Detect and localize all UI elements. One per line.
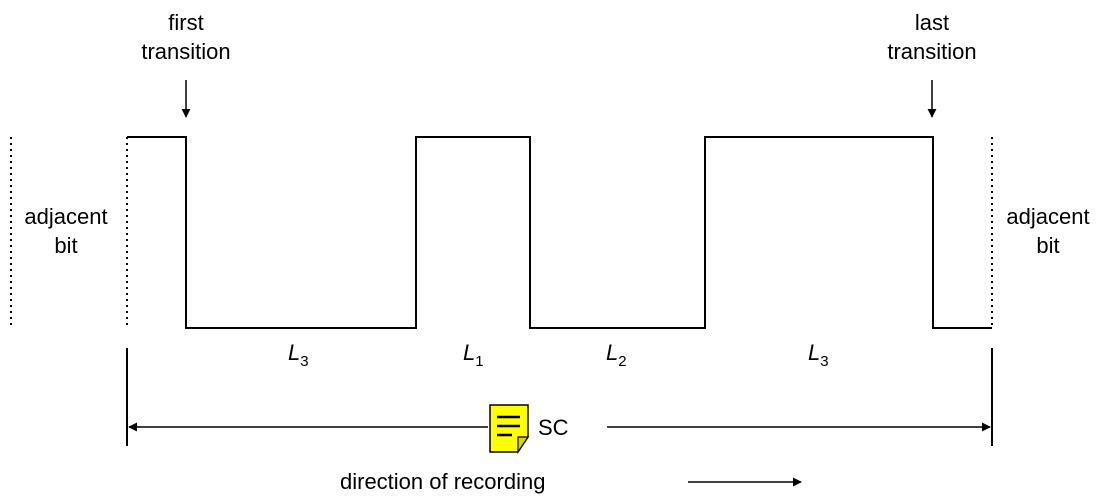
left-adjacent-bit-label-line2: bit: [54, 233, 77, 258]
left-adjacent-bit-label-line1: adjacent: [24, 204, 107, 229]
sticky-note-icon[interactable]: [489, 404, 530, 454]
segment-label-3: L2: [606, 340, 627, 370]
first-transition-label-line2: transition: [141, 39, 230, 64]
first-transition-label-line1: first: [168, 10, 203, 35]
direction-label: direction of recording: [340, 469, 545, 494]
segment-label-4: L3: [808, 340, 829, 370]
segment-label-2: L1: [463, 340, 484, 370]
right-adjacent-bit-label-line2: bit: [1036, 233, 1059, 258]
span-label: SC: [538, 415, 569, 440]
segment-label-1: L3: [288, 340, 309, 370]
right-adjacent-bit-label-line1: adjacent: [1006, 204, 1089, 229]
waveform: [127, 136, 992, 329]
last-transition-label-line2: transition: [887, 39, 976, 64]
last-transition-label-line1: last: [915, 10, 949, 35]
